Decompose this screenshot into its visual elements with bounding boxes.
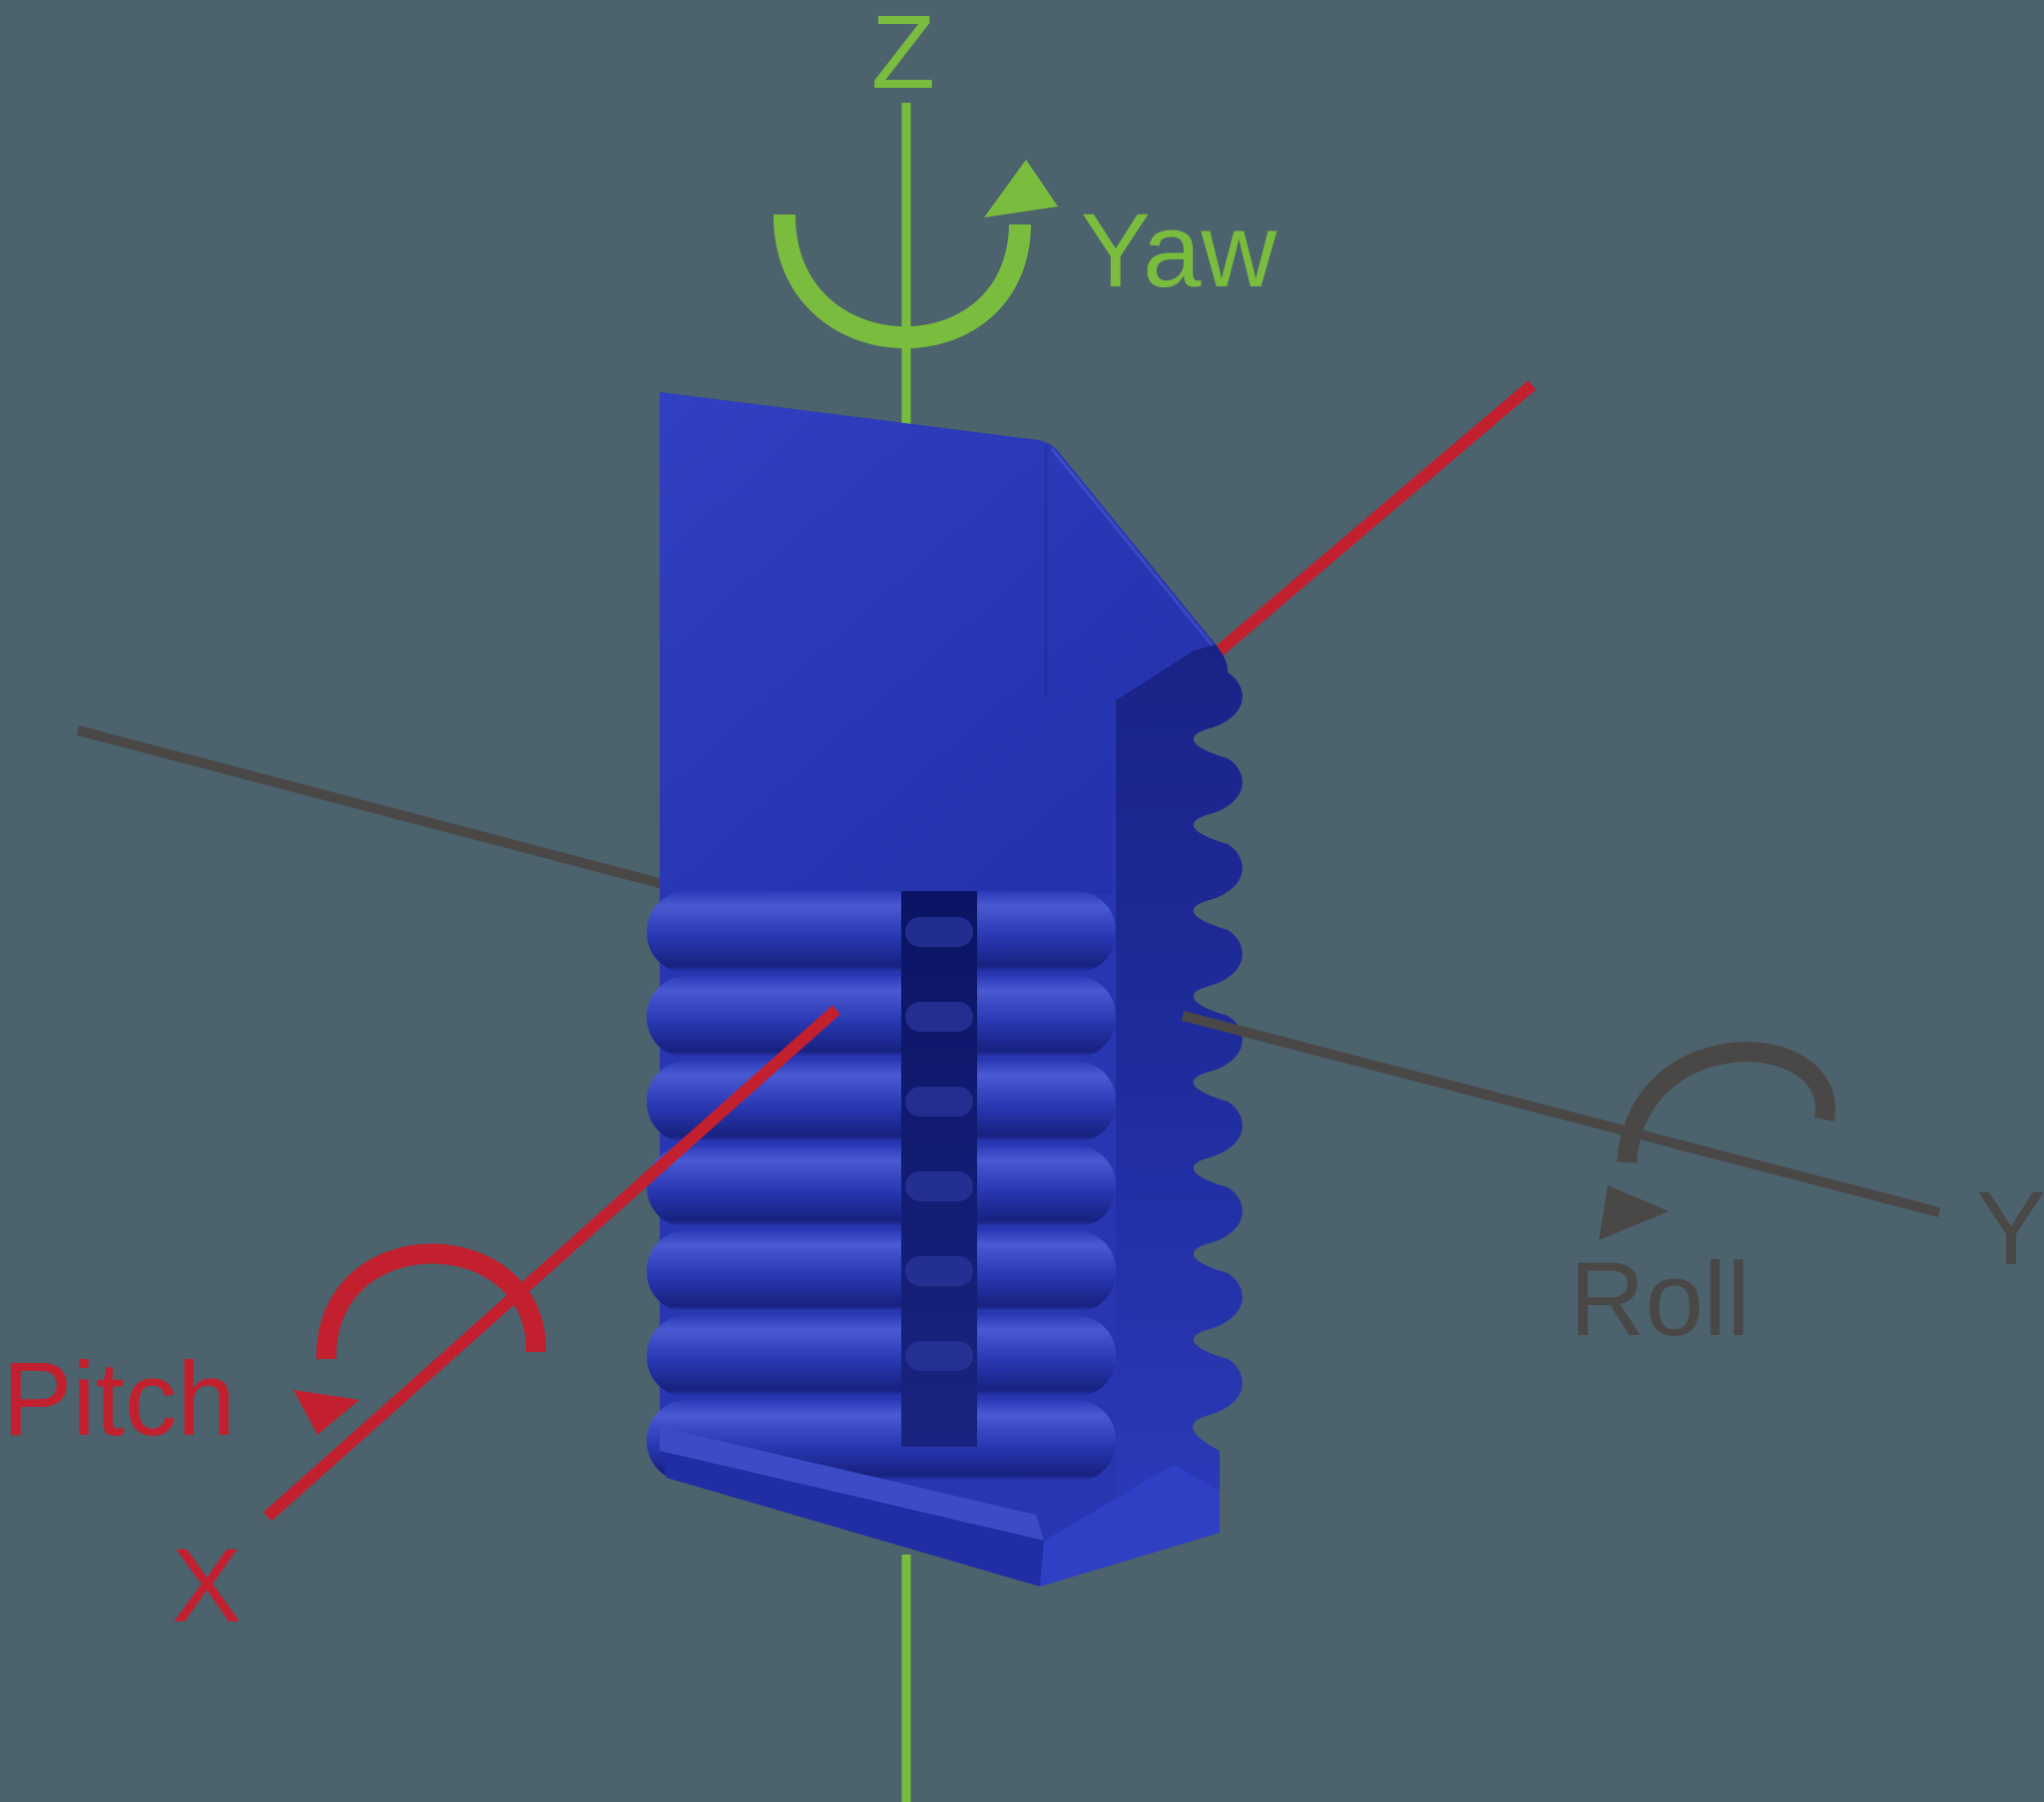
x-axis-label: X xyxy=(172,1528,242,1644)
y-axis-line-right xyxy=(1181,1011,1941,1217)
part-side-face xyxy=(1116,645,1243,1517)
blue-part xyxy=(647,392,1243,1586)
roll-label: Roll xyxy=(1570,1241,1751,1358)
z-axis-label: Z xyxy=(871,0,935,111)
yaw-label: Yaw xyxy=(1081,193,1278,309)
chamfer-highlight-edge xyxy=(1050,448,1222,656)
part-base xyxy=(660,1427,1220,1586)
pitch-rotation-arrow xyxy=(293,1243,547,1435)
part-top-block xyxy=(660,392,1229,894)
roll-rotation-arrow xyxy=(1599,1042,1835,1240)
part-ribs xyxy=(647,891,1116,1482)
x-axis-line-lower xyxy=(263,1005,840,1522)
y-axis-line-left xyxy=(76,725,673,891)
part-slot xyxy=(901,891,977,1447)
x-axis-line-upper xyxy=(1216,380,1536,656)
y-axis-label: Y xyxy=(1976,1170,2044,1287)
yaw-rotation-arrow xyxy=(772,160,1058,349)
pitch-label: Pitch xyxy=(2,1341,235,1458)
